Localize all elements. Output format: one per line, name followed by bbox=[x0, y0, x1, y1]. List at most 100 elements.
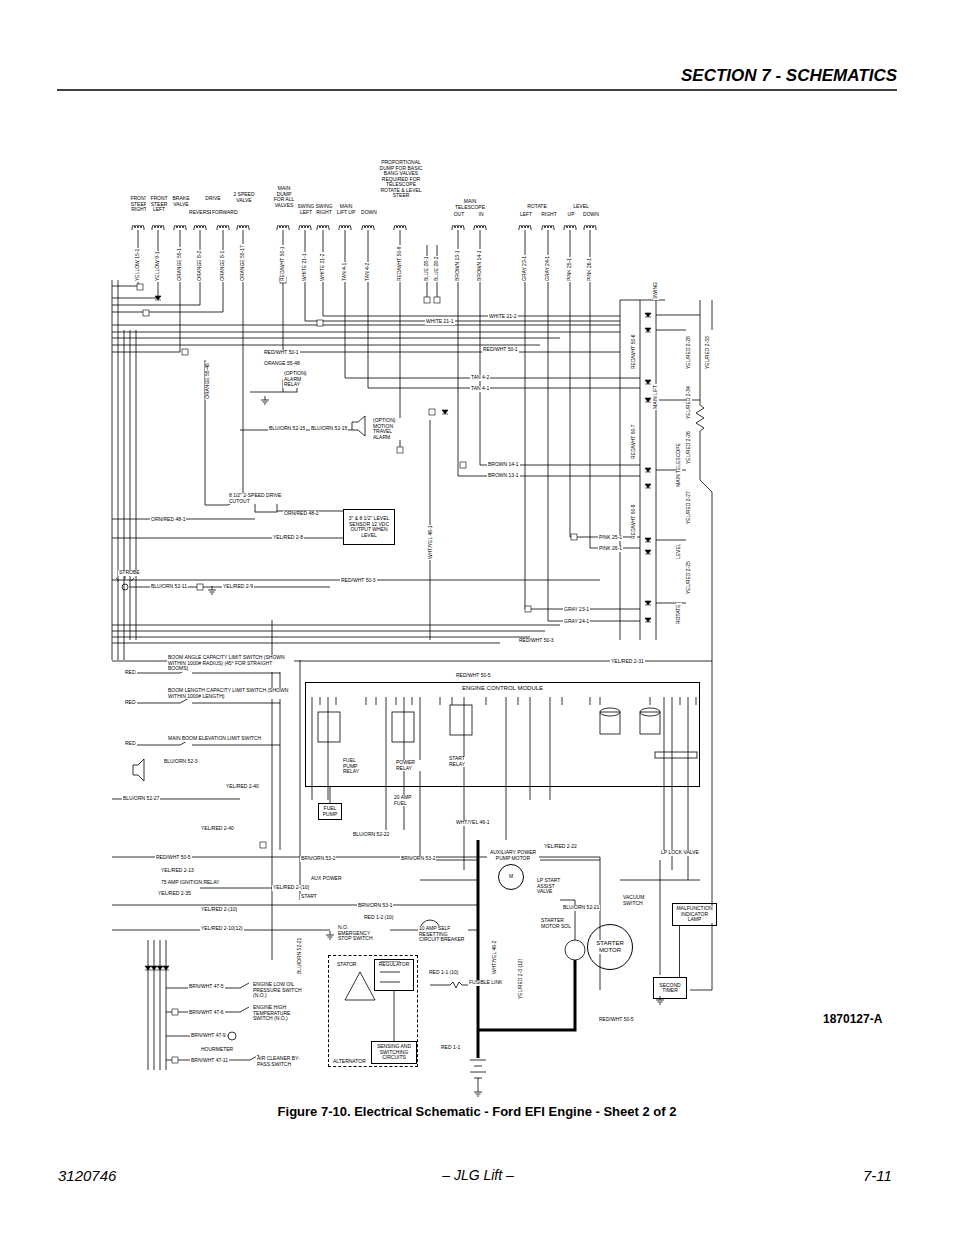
callout-label: FORWARD bbox=[211, 210, 237, 216]
callout-label: DOWN bbox=[358, 210, 380, 216]
regulator-box: REGULATOR bbox=[374, 959, 414, 991]
callout-label: RED bbox=[124, 670, 137, 676]
callout-label: GRAY 23-1 bbox=[563, 607, 590, 613]
callout-label: 75 AMP IGNITION RELAY bbox=[160, 880, 220, 886]
callout-label: BRN/WHT 47-6 bbox=[188, 1010, 225, 1016]
callout-label: YEL/RED 2-10(12) bbox=[200, 926, 244, 932]
callout-label: YEL/RED 2-(10) bbox=[272, 885, 310, 891]
callout-label: DRIVE bbox=[197, 196, 229, 202]
callout-label: BLU/ORN 52-3 bbox=[163, 759, 199, 765]
callout-label: WHITE 21-1 bbox=[425, 319, 455, 325]
callout-label: POWER RELAY bbox=[395, 760, 421, 771]
callout-label: MAIN TELESCOPE bbox=[451, 199, 489, 210]
wire-label: RED/WHT 50-7 bbox=[631, 423, 637, 460]
wire-label: PINK 25-1 bbox=[567, 257, 573, 282]
callout-label: BRN/WHT 47-9 bbox=[190, 1033, 227, 1039]
wires bbox=[112, 230, 712, 1088]
wire-label: BROWN 13-1 bbox=[455, 249, 461, 282]
callout-label: YEL/RED 2-40 bbox=[225, 784, 260, 790]
callout-label: HOURMETER bbox=[200, 1047, 234, 1053]
callout-label: START RELAY bbox=[448, 756, 474, 767]
callout-label: GRAY 24-1 bbox=[563, 619, 590, 625]
callout-label: YEL/RED 2-22 bbox=[543, 844, 578, 850]
callout-label: 7-11 bbox=[862, 1168, 893, 1185]
callout-label: MAIN LIFT UP bbox=[334, 204, 358, 215]
callout-label: LP START ASSIST VALVE bbox=[536, 878, 572, 895]
alternator-housing: ALTERNATORREGULATORSENSING AND SWITCHING… bbox=[328, 955, 418, 1067]
wire-label: ORANGE 55-17 bbox=[240, 244, 246, 282]
wire-label: RED/WHT 50-1 bbox=[280, 245, 286, 282]
battery-cables bbox=[478, 840, 575, 1058]
callout-label: RED/WHT 50-5 bbox=[155, 855, 192, 861]
node-text: FUEL PUMP bbox=[321, 806, 339, 817]
callout-label: AUX POWER bbox=[310, 876, 343, 882]
callout-label: WHT/YEL 46-1 bbox=[455, 820, 490, 826]
callout-label: UP bbox=[561, 212, 581, 218]
callout-label: STATOR bbox=[336, 962, 357, 968]
wire-label: YEL/RED 2-33 bbox=[705, 335, 711, 370]
callout-label: RED/WHT 50-3 bbox=[518, 638, 555, 644]
callout-label: 2 SPEED VALVE bbox=[232, 192, 256, 203]
callout-label: YEL/RED 2-31 bbox=[610, 659, 645, 665]
callout-label: IN bbox=[471, 212, 491, 218]
wire-label: MAIN LIFT bbox=[653, 384, 659, 410]
callout-label: BRN/WHT 47-5 bbox=[188, 984, 225, 990]
callout-label: RED 1-1 (10) bbox=[428, 970, 459, 976]
callout-label: ORN/RED 48-2 bbox=[283, 511, 319, 517]
node-text: 3" & 8 1/2" LEVEL SENSOR 12 VDC OUTPUT W… bbox=[346, 516, 392, 538]
wire-label: YELLOW 15-1 bbox=[135, 248, 141, 282]
callout-label: BOOM ANGLE CAPACITY LIMIT SWITCH (SHOWN … bbox=[167, 655, 294, 672]
callout-label: WHITE 21-2 bbox=[488, 314, 518, 320]
grounds bbox=[208, 396, 664, 1096]
callout-label: ENGINE HIGH TEMPERATURE SWITCH (N.O.) bbox=[252, 1005, 304, 1022]
wire-label: TAN 4-1 bbox=[342, 262, 348, 282]
callout-label: BLU/ORN 52-22 bbox=[352, 832, 390, 838]
callout-label: PINK 26-1 bbox=[598, 546, 623, 552]
callout-label: YEL/RED 2-(10) bbox=[200, 907, 238, 913]
figure-caption: Figure 7-10. Electrical Schematic - Ford… bbox=[0, 1104, 954, 1120]
callout-label: ORN/RED 48-1 bbox=[150, 517, 186, 523]
callout-label: YEL/RED 2-35 bbox=[157, 891, 192, 897]
wire-label: YEL/RED 2-28 bbox=[686, 335, 692, 370]
node-text: SENSING AND SWITCHING CIRCUITS bbox=[374, 1044, 414, 1061]
callout-label: FUSIBLE LINK bbox=[468, 980, 503, 986]
callout-label: RED 1-1 bbox=[440, 1045, 461, 1051]
callout-label: RED/WHT 50-1 bbox=[482, 347, 519, 353]
node-text: SECOND TIMER bbox=[656, 983, 684, 994]
callout-label: PROPORTIONAL DUMP FOR BASIC BANG VALVES … bbox=[376, 160, 426, 199]
callout-label: BLU/ORN 52-15 bbox=[268, 426, 306, 432]
callout-label: RED bbox=[124, 741, 137, 747]
callout-label: RED/WHT 50-5 bbox=[455, 673, 492, 679]
wire-label: ORANGE 55-1 bbox=[177, 247, 183, 282]
header-rule bbox=[57, 89, 897, 91]
callout-label: 1870127-A bbox=[822, 1013, 883, 1026]
wire-label: RED/WHT 50-6 bbox=[631, 333, 637, 370]
wire-label: ROTATE bbox=[676, 603, 682, 625]
section-heading: SECTION 7 - SCHEMATICS bbox=[681, 66, 897, 86]
callout-label: MAIN BOOM ELEVATION LIMIT SWITCH bbox=[167, 736, 262, 742]
callout-label: LP LOCK VALVE bbox=[660, 850, 700, 856]
sensor-box: 3" & 8 1/2" LEVEL SENSOR 12 VDC OUTPUT W… bbox=[343, 509, 395, 545]
wire-label: YEL/RED 2-34 bbox=[686, 385, 692, 420]
callout-label: RIGHT bbox=[539, 212, 559, 218]
wire-label: YEL/RED 2-25 bbox=[686, 560, 692, 595]
callout-label: YEL/RED 2-8 bbox=[272, 535, 304, 541]
callout-label: MAIN DUMP FOR ALL VALVES bbox=[270, 186, 298, 208]
timer-box: SECOND TIMER bbox=[653, 977, 687, 999]
callout-label: DOWN bbox=[581, 212, 601, 218]
callout-label: BOOM LENGTH CAPACITY LIMIT SWITCH (SHOWN… bbox=[167, 688, 294, 699]
callout-label: LEFT bbox=[516, 212, 536, 218]
wire-label: LEVEL bbox=[676, 542, 682, 560]
callout-label: YEL/RED 2-13 bbox=[160, 868, 195, 874]
wire-label: RED/WHT 50-8 bbox=[631, 503, 637, 540]
callout-label: BRAKE VALVE bbox=[168, 196, 194, 207]
callout-label: N.O. EMERGENCY STOP SWITCH bbox=[337, 925, 381, 942]
callout-label: YEL/RED 2-40 bbox=[200, 826, 235, 832]
valve-coils bbox=[132, 225, 596, 230]
callout-label: SWING RIGHT bbox=[314, 204, 334, 215]
wire-label: BLUE 28-1 bbox=[424, 256, 430, 282]
